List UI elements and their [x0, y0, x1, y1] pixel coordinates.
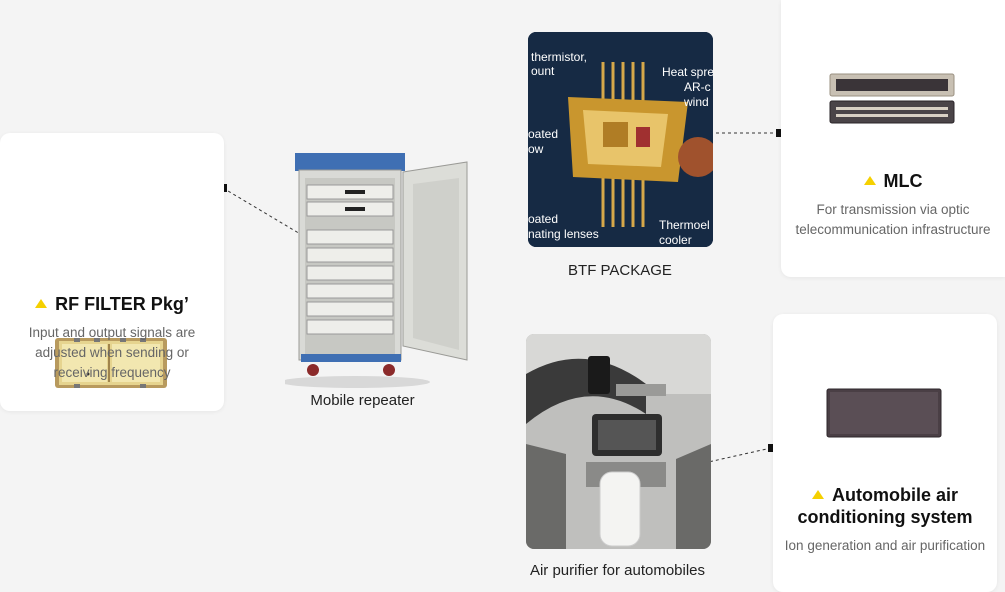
aircon-description: Ion generation and air purification: [784, 538, 986, 553]
btf-label-left-top: thermistor, ount: [531, 50, 588, 78]
rf-filter-title: RF FILTER Pkg’: [0, 293, 224, 315]
btf-package-caption: BTF PACKAGE: [568, 262, 672, 279]
mlc-image: [829, 73, 955, 124]
aircon-title-line2: conditioning system: [797, 507, 973, 527]
aircon-card: Automobile air conditioning system Ion g…: [773, 314, 997, 592]
btf-label-right-top: Heat spre AR-c wind: [662, 65, 713, 109]
triangle-icon: [811, 490, 824, 499]
aircon-module-image: [826, 388, 942, 438]
triangle-icon: [35, 299, 48, 308]
rf-filter-image: [55, 338, 167, 388]
mlc-description: For transmission via optic telecommunica…: [795, 202, 991, 237]
mobile-repeater-image: [285, 153, 468, 388]
triangle-icon: [863, 176, 876, 185]
rf-filter-description: Input and output signals are adjusted wh…: [28, 325, 196, 380]
mlc-card: MLC For transmission via optic telecommu…: [781, 0, 1005, 277]
rf-filter-text: RF FILTER Pkg’ Input and output signals …: [0, 293, 224, 383]
aircon-title: Automobile air: [773, 484, 997, 506]
aircon-text: Automobile air conditioning system Ion g…: [773, 484, 997, 556]
btf-label-left-mid: oated ow: [528, 127, 559, 156]
mobile-repeater-caption: Mobile repeater: [310, 392, 415, 409]
btf-package-image: thermistor, ount Heat spre AR-c wind oat…: [528, 32, 713, 247]
mlc-title: MLC: [781, 170, 1005, 192]
btf-label-left-bottom: oated nating lenses: [528, 212, 599, 241]
air-purifier-image: [526, 334, 711, 549]
mlc-text: MLC For transmission via optic telecommu…: [781, 170, 1005, 240]
rf-filter-card: RF FILTER Pkg’ Input and output signals …: [0, 133, 224, 411]
air-purifier-caption: Air purifier for automobiles: [529, 562, 706, 579]
btf-label-right-bottom: Thermoel cooler: [659, 218, 710, 247]
